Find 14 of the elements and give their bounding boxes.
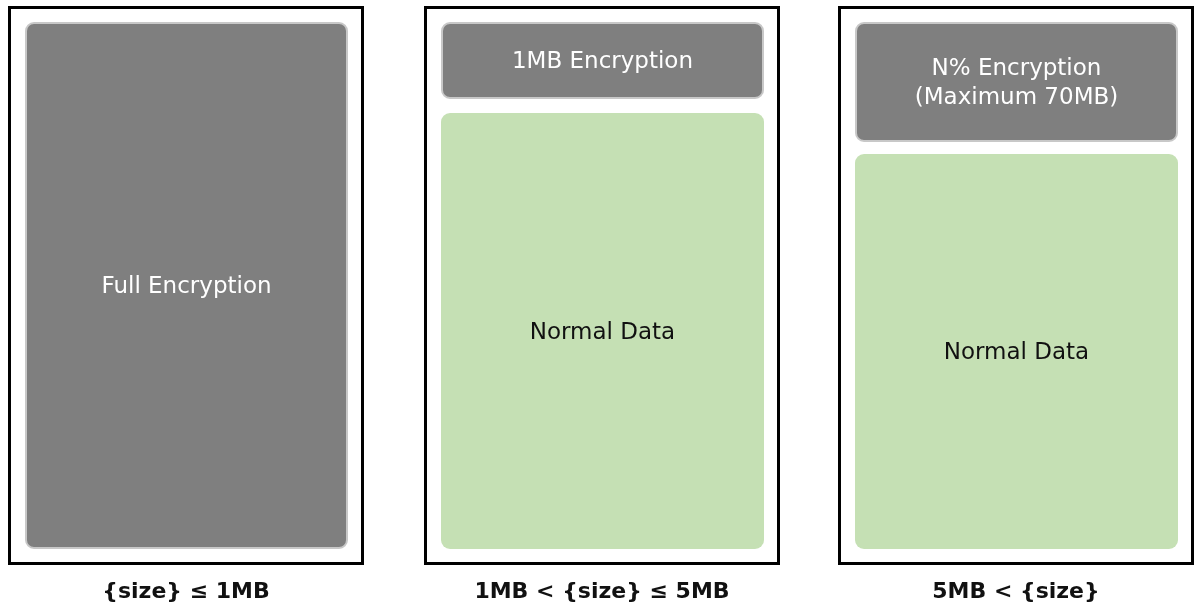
size-condition: 5MB < {size} <box>932 577 1100 603</box>
section-label: Normal Data <box>943 337 1090 366</box>
file-frame <box>424 6 780 565</box>
size-condition: {size} ≤ 1MB <box>102 577 270 603</box>
size-condition: 1MB < {size} ≤ 5MB <box>474 577 730 603</box>
data-section <box>441 113 764 549</box>
section-label: N% Encryption (Maximum 70MB) <box>913 53 1120 111</box>
data-section <box>855 154 1178 549</box>
encrypted-section <box>441 22 764 99</box>
section-label: Full Encryption <box>101 271 272 300</box>
file-frame <box>838 6 1194 565</box>
section-label: 1MB Encryption <box>511 46 693 75</box>
section-label: Normal Data <box>529 316 676 346</box>
encrypted-section <box>855 22 1178 142</box>
